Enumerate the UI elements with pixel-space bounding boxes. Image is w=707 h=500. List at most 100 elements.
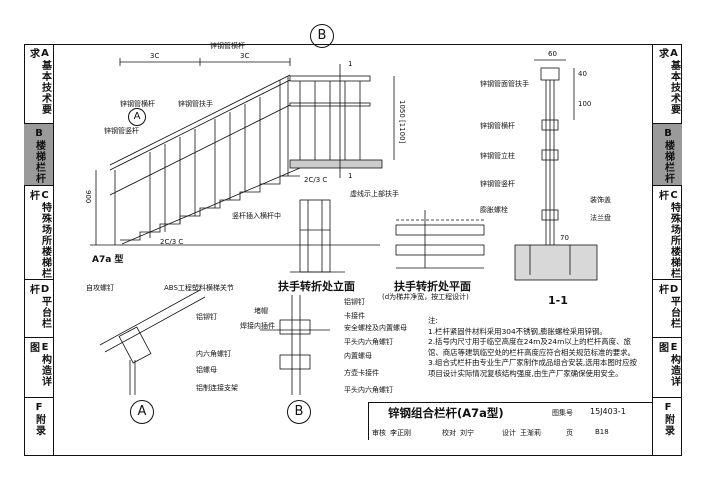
section-dim-40: 40 — [578, 70, 587, 78]
detail-b-label-8: 平头内六角螺钉 — [344, 386, 393, 394]
detail-b-label-5: 平头内六角螺钉 — [344, 338, 393, 346]
review-label: 审核 — [372, 429, 386, 437]
ltabs-item-1[interactable]: B楼梯栏杆 — [24, 124, 54, 186]
rtabs-item-5[interactable]: F附录 — [652, 398, 682, 456]
ltabs-item-3[interactable]: D平台栏杆 — [24, 280, 54, 338]
dim-2c3: 2C/3 C — [160, 238, 184, 246]
page-label: 页 — [566, 429, 573, 437]
section-title: 1-1 — [548, 294, 568, 307]
detail-b-marker: B — [287, 400, 311, 424]
section-mark-top: 1 — [348, 60, 353, 68]
detail-b-label-2: 焊接内插件 — [240, 322, 275, 330]
tab-label: A基本技术要求 — [656, 48, 680, 115]
elevation-title: 扶手转折处立面 — [278, 280, 355, 293]
tab-label: D平台栏杆 — [27, 284, 51, 329]
design-label: 设计 — [502, 429, 516, 437]
ltabs-item-4[interactable]: E构造详图 — [24, 338, 54, 398]
left-tab-strip: A基本技术要求 B楼梯栏杆 C特殊场所楼梯栏杆 D平台栏杆 E构造详图 F附录 — [24, 44, 54, 456]
tab-label: F附录 — [33, 402, 45, 436]
section-mark-bottom: 1 — [348, 172, 353, 180]
turn-elevation — [290, 199, 345, 273]
plan-label-dashed: 虚线示上部扶手 — [350, 190, 399, 198]
section-1-1 — [514, 59, 598, 281]
dim-1050: 1050 [1100] — [398, 100, 406, 144]
rtabs-item-0[interactable]: A基本技术要求 — [652, 44, 682, 124]
tab-label: E构造详图 — [27, 342, 51, 387]
section-label-cover: 装饰盖 — [590, 196, 611, 204]
dim-3c-right: 3C — [240, 52, 250, 60]
detail-b-label-3: 卡接件 — [344, 312, 365, 320]
note-2: 2.括号内尺寸用于临空高度在24m及24m以上的栏杆高度、旅馆、商店等建筑临空处… — [428, 337, 635, 357]
tab-label: B楼梯栏杆 — [33, 128, 45, 184]
ltabs-item-2[interactable]: C特殊场所楼梯栏杆 — [24, 186, 54, 280]
detail-a-label-screw: 自攻螺钉 — [86, 284, 114, 292]
detail-b-linework — [260, 295, 330, 395]
dim-900: 900 — [84, 190, 92, 204]
dim-3c-left: 3C — [150, 52, 160, 60]
ltabs-item-0[interactable]: A基本技术要求 — [24, 44, 54, 124]
title-block — [368, 402, 652, 440]
stair-elevation — [90, 58, 395, 246]
section-dim-70: 70 — [560, 234, 569, 242]
label-handrail-beam: 锌钢管横杆 — [210, 42, 245, 50]
marker-a-main: A — [128, 108, 146, 126]
rtabs-item-3[interactable]: D平台栏杆 — [652, 280, 682, 338]
page-number: B18 — [595, 428, 609, 436]
type-label: A7a 型 — [92, 255, 124, 265]
label-crossbar: 锌钢管横杆 — [120, 100, 155, 108]
ltabs-item-5[interactable]: F附录 — [24, 398, 54, 456]
section-dim-60: 60 — [548, 50, 557, 58]
section-label-bolt: 膨胀螺栓 — [480, 206, 508, 214]
notes-heading: 注: — [428, 316, 438, 325]
section-label-crossbar: 锌钢管横杆 — [480, 122, 515, 130]
detail-b-label-4: 安全螺栓及内置螺母 — [344, 324, 407, 332]
proof-label: 校对 — [442, 429, 456, 437]
label-insert: 竖杆插入横杆中 — [232, 212, 281, 220]
right-tab-strip: A基本技术要求 B楼梯栏杆 C特殊场所楼梯栏杆 D平台栏杆 E构造详图 F附录 — [652, 44, 682, 456]
atlas-label: 图集号 — [552, 409, 573, 417]
detail-b-label-6: 内置螺母 — [344, 352, 372, 360]
notes-block: 注: 1.栏杆紧固件材料采用304不锈钢,膨胀螺栓采用锌钢。 2.括号内尺寸用于… — [428, 316, 643, 379]
detail-b-label-1: 堵帽 — [254, 307, 268, 315]
section-label-flange: 法兰盘 — [590, 214, 611, 222]
detail-a-marker: A — [130, 400, 154, 424]
tab-label: B楼梯栏杆 — [662, 128, 674, 184]
note-3: 3.组合式栏杆由专业生产厂家制作成品组合安装,选用本图时应按项目设计实际情况复核… — [428, 358, 637, 378]
plan-subtitle: (d为梯井净宽，按工程设计) — [382, 293, 469, 301]
tab-label: F附录 — [662, 402, 674, 436]
detail-a-linework — [99, 289, 206, 395]
detail-b-label-0: 铝铆钉 — [344, 298, 365, 306]
note-1: 1.栏杆紧固件材料采用304不锈钢,膨胀螺栓采用锌钢。 — [428, 326, 607, 336]
detail-a-label-hex: 内六角螺钉 — [196, 350, 231, 358]
plan-title: 扶手转折处平面 — [394, 280, 471, 293]
designer: 王渐莉 — [520, 429, 541, 437]
rtabs-item-4[interactable]: E构造详图 — [652, 338, 682, 398]
detail-a-label-rivet: 铝铆钉 — [196, 313, 217, 321]
label-handrail: 锌钢管扶手 — [178, 100, 213, 108]
section-label-post: 锌钢管立柱 — [480, 152, 515, 160]
tab-label: E构造详图 — [656, 342, 680, 387]
section-label-handrail: 锌钢管面管扶手 — [480, 80, 529, 88]
elevation-dim: 2C/3 C — [304, 176, 328, 184]
rtabs-item-1[interactable]: B楼梯栏杆 — [652, 124, 682, 186]
turn-plan — [395, 210, 485, 269]
reviewer: 李正刚 — [390, 429, 411, 437]
proofer: 刘宁 — [460, 429, 474, 437]
rtabs-item-2[interactable]: C特殊场所楼梯栏杆 — [652, 186, 682, 280]
tab-label: A基本技术要求 — [27, 48, 51, 115]
detail-a-label-bracket: 铝制连接支架 — [196, 384, 238, 392]
tab-label: C特殊场所楼梯栏杆 — [27, 190, 51, 279]
tab-label: C特殊场所楼梯栏杆 — [656, 190, 680, 279]
section-dim-100: 100 — [578, 100, 592, 108]
detail-a-label-nut: 铝螺母 — [196, 366, 217, 374]
drawing-title: 锌钢组合栏杆(A7a型) — [388, 406, 504, 420]
detail-b-label-7: 方壶卡接件 — [344, 369, 379, 377]
section-label-vertical: 锌钢管竖杆 — [480, 180, 515, 188]
tab-label: D平台栏杆 — [656, 284, 680, 329]
marker-b-main: B — [310, 24, 334, 48]
drawing-frame — [24, 44, 682, 456]
label-vertical: 锌钢管竖杆 — [104, 127, 139, 135]
detail-a-label-abs: ABS工程塑料横梯关节 — [164, 284, 234, 292]
